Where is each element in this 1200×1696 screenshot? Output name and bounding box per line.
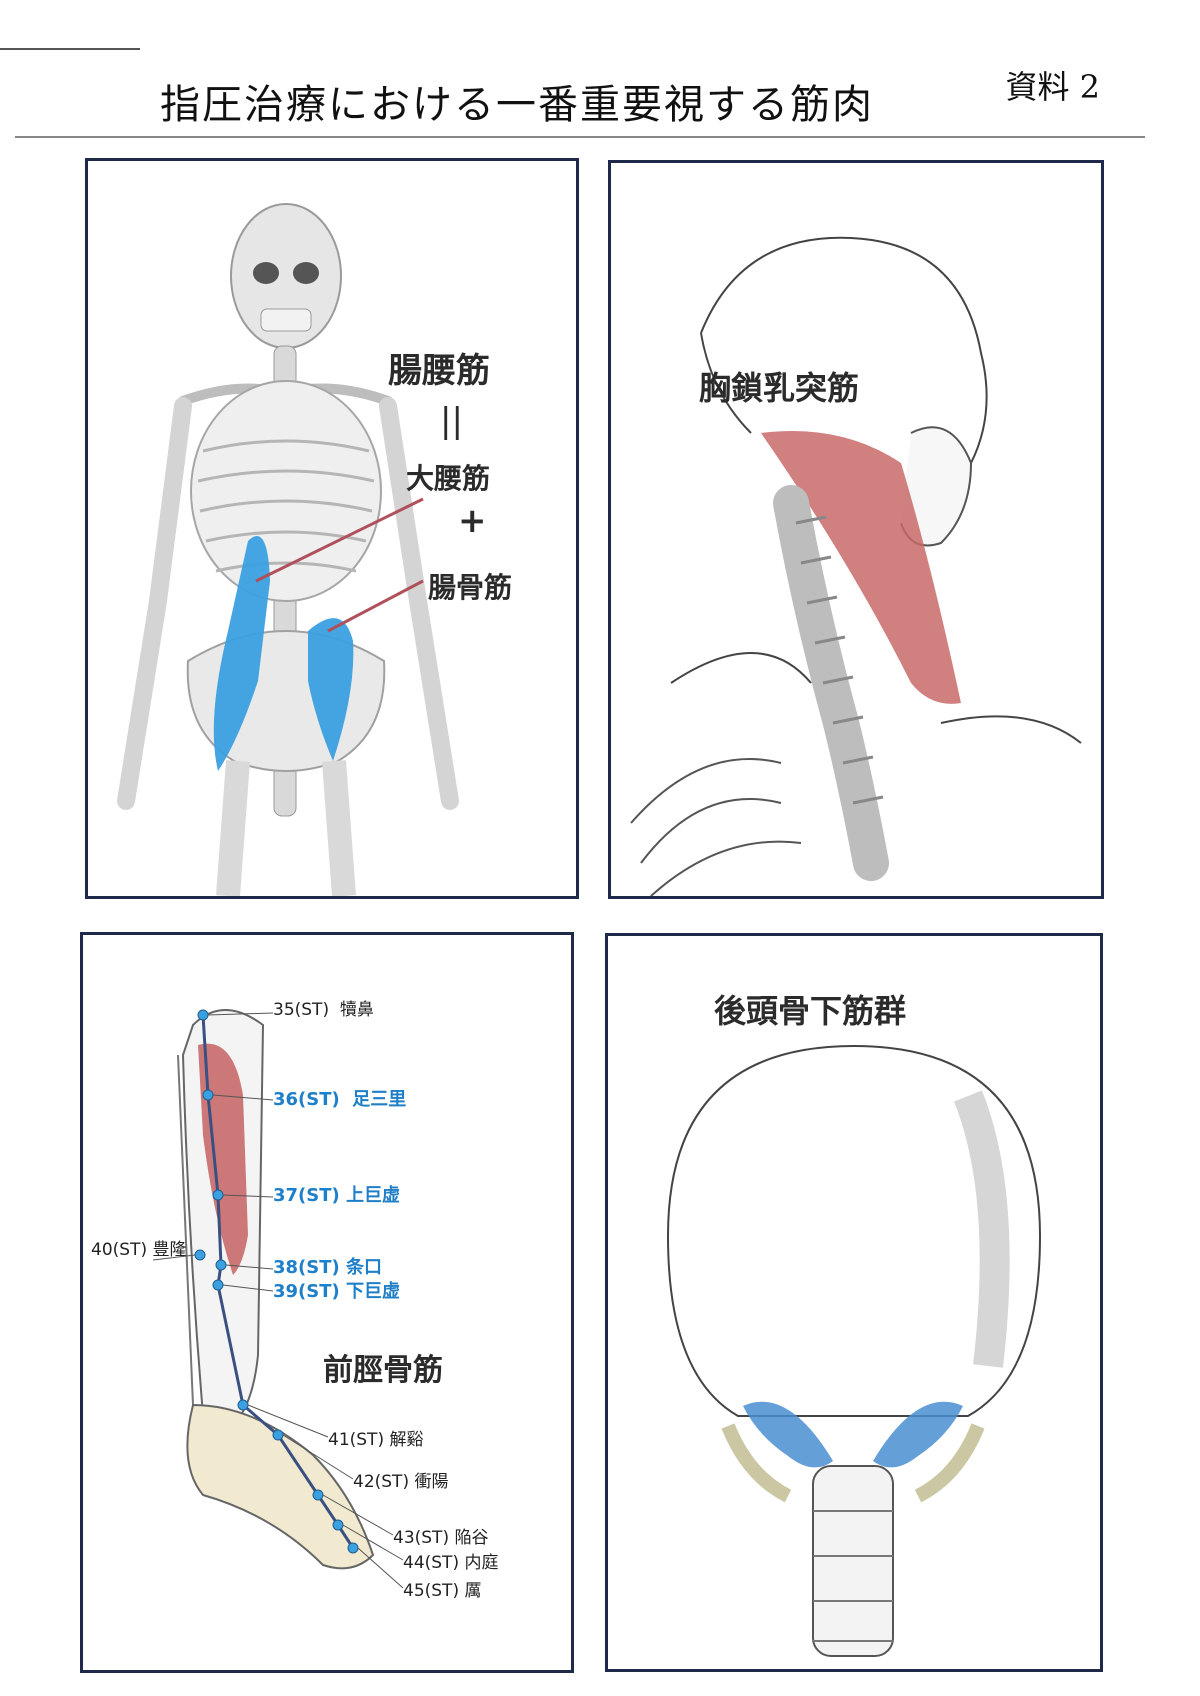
skull-back-figure [666,1044,1042,1657]
panel-iliopsoas: 腸腰筋 || 大腰筋 + 腸骨筋 [85,158,579,899]
panel-sternocleidomastoid: 胸鎖乳突筋 [608,160,1104,899]
document-number: 資料 2 [1005,68,1100,106]
scm-muscle-shape [761,431,961,704]
suboccipital-heading: 後頭骨下筋群 [714,992,907,1030]
panel-tibialis-anterior: 前脛骨筋 35(ST) 犢鼻 36(ST) 足三里 37(ST) 上巨虚 38(… [80,932,574,1673]
header-rule-bottom [15,136,1145,138]
scm-heading: 胸鎖乳突筋 [699,369,860,407]
acupoint-41: 41(ST) 解谿 [328,1430,424,1450]
acupoint-37: 37(ST) 上巨虚 [273,1185,401,1206]
acupoint-35: 35(ST) 犢鼻 [273,1000,374,1020]
suboccipital-left-shape [743,1401,833,1468]
neck-figure [630,236,1082,896]
iliacus-shape [308,618,354,761]
acupoint-45: 45(ST) 厲 [403,1581,482,1601]
panel-suboccipital: 後頭骨下筋群 [605,933,1103,1672]
acupoint-36: 36(ST) 足三里 [273,1089,407,1110]
tibialis-heading: 前脛骨筋 [323,1353,443,1388]
suboccipital-right-shape [873,1401,963,1468]
acupoint-44: 44(ST) 内庭 [403,1553,499,1573]
tibialis-muscle-shape [198,1043,248,1275]
acupoint-39: 39(ST) 下巨虚 [273,1281,401,1302]
psoas-major-label: 大腰筋 [406,462,491,495]
header-rule-top [0,48,140,50]
psoas-major-shape [213,536,270,771]
skeleton-figure [117,203,459,896]
acupoint-40: 40(ST) 豊隆 [91,1240,187,1260]
acupoint-43: 43(ST) 陥谷 [393,1528,489,1548]
plus-sign: + [458,501,487,541]
acupoint-38: 38(ST) 条口 [273,1257,383,1278]
iliopsoas-heading: 腸腰筋 [388,351,490,391]
equals-sign: || [440,401,463,441]
page-title: 指圧治療における一番重要視する筋肉 [160,82,874,128]
iliacus-label: 腸骨筋 [428,571,513,604]
acupoint-42: 42(ST) 衝陽 [353,1472,449,1492]
